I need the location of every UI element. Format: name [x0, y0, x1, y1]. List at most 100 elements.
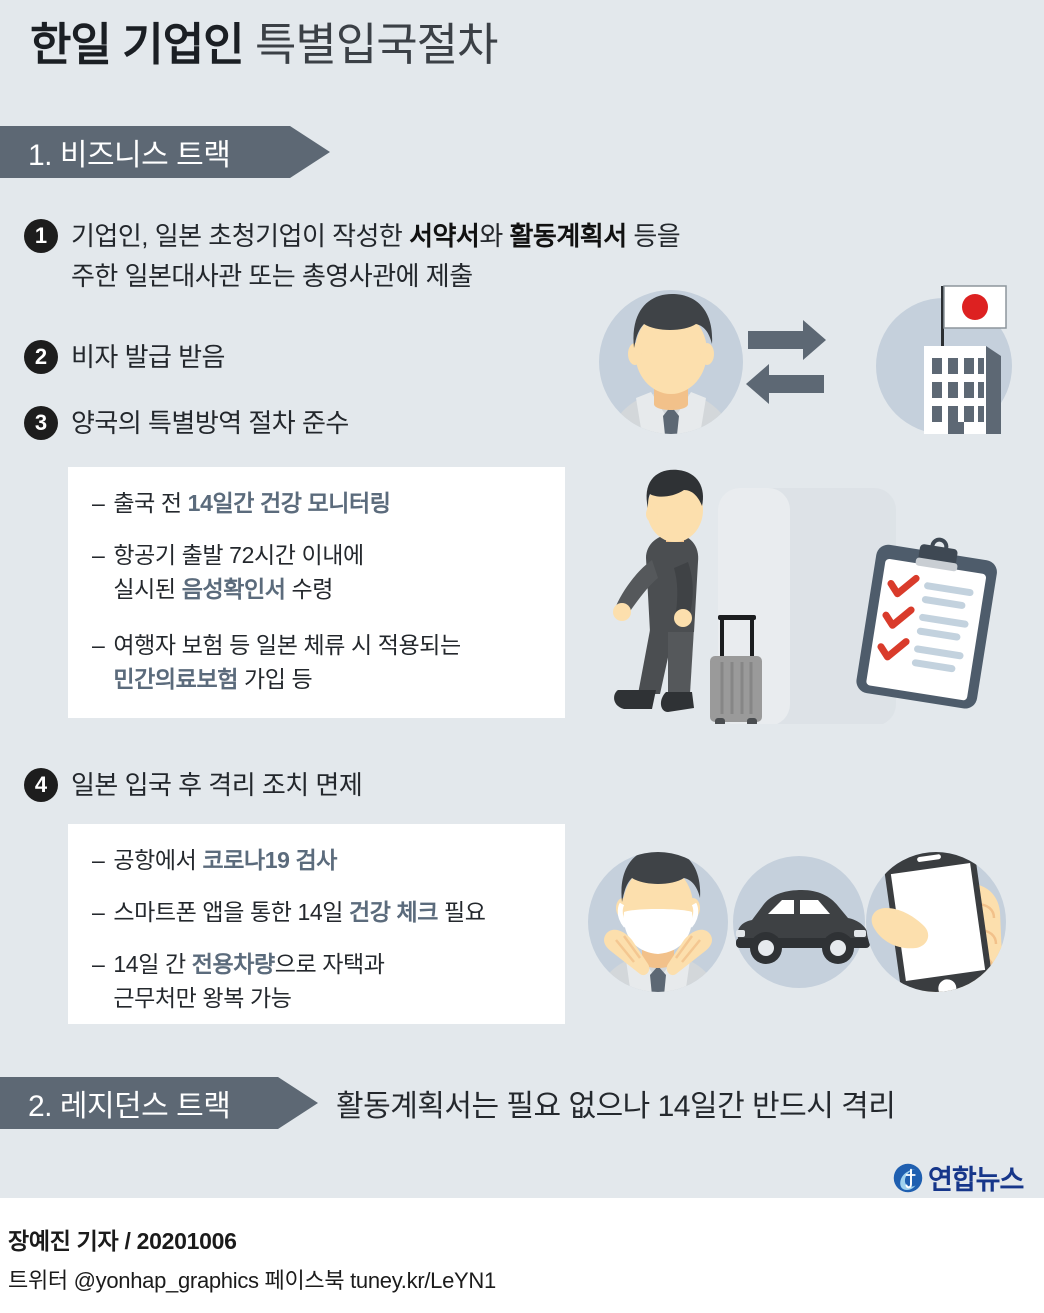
bullet-3-3-highlight: 민간의료보험 — [113, 666, 238, 692]
checklist-lines — [911, 582, 974, 673]
bullet-3-3: – 여행자 보험 등 일본 체류 시 적용되는 민간의료보험 가입 등 — [92, 628, 461, 696]
step-number-badge: 3 — [24, 406, 58, 440]
step-3: 3 양국의 특별방역 절차 준수 — [24, 403, 349, 443]
clipboard-checklist — [856, 537, 997, 709]
step-1-bold-plan: 활동계획서 — [509, 221, 628, 251]
step-4: 4 일본 입국 후 격리 조치 면제 — [24, 765, 363, 805]
bullet-3-2-post: 수령 — [285, 576, 334, 602]
dash-marker: – — [92, 542, 105, 568]
illustration-traveler-checklist — [590, 462, 1040, 729]
bullet-3-3-line-2: 민간의료보험 가입 등 — [113, 662, 460, 696]
bullet-3-2-text: 항공기 출발 72시간 이내에 실시된 음성확인서 수령 — [113, 538, 364, 606]
step-1-pre: 기업인, 일본 초청기업이 작성한 — [71, 221, 410, 251]
dash-marker: – — [92, 490, 105, 516]
bullet-3-1: – 출국 전 14일간 건강 모니터링 — [92, 486, 391, 520]
businessman-avatar — [599, 290, 743, 434]
japan-flag — [943, 285, 1007, 329]
yonhap-logo-text: 연합뉴스 — [928, 1165, 1024, 1195]
walking-businessman — [613, 469, 703, 712]
bullet-3-3-line-1: 여행자 보험 등 일본 체류 시 적용되는 — [113, 632, 461, 658]
section-banner-business-track: 1. 비즈니스 트랙 — [0, 126, 330, 178]
smartphone — [883, 852, 993, 992]
banner-body: 2. 레지던스 트랙 — [0, 1077, 278, 1129]
quarantine-icons-svg — [588, 852, 1006, 992]
bullet-4-1-highlight: 코로나19 검사 — [202, 847, 338, 873]
infographic-canvas: 한일 기업인 특별입국절차 1. 비즈니스 트랙 1 기업인, 일본 초청기업이… — [0, 0, 1044, 1198]
building-windows — [932, 358, 984, 434]
footer-bar — [0, 1198, 1044, 1313]
bullet-3-1-pre: 출국 전 — [113, 490, 188, 516]
bullet-4-3-highlight: 전용차량 — [191, 951, 275, 977]
detail-box-step-4 — [68, 824, 565, 1024]
dash-marker: – — [92, 899, 105, 925]
bullet-4-1-text: 공항에서 코로나19 검사 — [113, 843, 337, 877]
page-title-bold: 한일 기업인 — [30, 19, 245, 70]
banner-arrow-tip — [290, 126, 330, 178]
dash-marker: – — [92, 632, 105, 658]
hand-holding-smartphone — [866, 852, 1006, 992]
page-title: 한일 기업인 특별입국절차 — [30, 14, 498, 76]
bullet-4-3-line-1: 14일 간 전용차량으로 자택과 — [113, 947, 385, 981]
bullet-4-1: – 공항에서 코로나19 검사 — [92, 843, 337, 877]
traveler-checklist-svg — [613, 469, 997, 726]
bullet-4-3-text: 14일 간 전용차량으로 자택과 근무처만 왕복 가능 — [113, 947, 385, 1015]
bullet-3-2-line-1: 항공기 출발 72시간 이내에 — [113, 542, 364, 568]
illustration-businessman-japan-building — [596, 274, 1016, 459]
yonhap-logo-mark — [893, 1163, 923, 1192]
step-1-line-1: 기업인, 일본 초청기업이 작성한 서약서와 활동계획서 등을 — [71, 216, 681, 256]
bullet-4-2: – 스마트폰 앱을 통한 14일 건강 체크 필요 — [92, 895, 486, 929]
flag-pole — [941, 286, 944, 348]
bullet-4-2-pre: 스마트폰 앱을 통한 14일 — [113, 899, 349, 925]
bullet-3-2-line-2: 실시된 음성확인서 수령 — [113, 572, 363, 606]
exchange-arrows — [746, 320, 826, 404]
bullet-3-1-text: 출국 전 14일간 건강 모니터링 — [113, 486, 391, 520]
man-wearing-mask — [588, 852, 728, 992]
businessman-japan-building-svg — [599, 285, 1012, 434]
bullet-3-3-post: 가입 등 — [237, 666, 313, 692]
check-marks — [877, 574, 920, 661]
step-1-post: 등을 — [626, 221, 681, 251]
bullet-3-2-pre: 실시된 — [113, 576, 182, 602]
bullet-3-2: – 항공기 출발 72시간 이내에 실시된 음성확인서 수령 — [92, 538, 364, 606]
bullet-3-2-highlight: 음성확인서 — [181, 576, 286, 602]
bullet-3-3-text: 여행자 보험 등 일본 체류 시 적용되는 민간의료보험 가입 등 — [113, 628, 461, 696]
office-building — [876, 285, 1012, 434]
step-3-text: 양국의 특별방역 절차 준수 — [71, 408, 349, 438]
residence-track-note: 활동계획서는 필요 없으나 14일간 반드시 격리 — [336, 1090, 896, 1123]
step-1-mid: 와 — [479, 221, 510, 251]
bullet-4-3-post: 으로 자택과 — [274, 951, 385, 977]
dash-marker: – — [92, 951, 105, 977]
bullet-4-1-pre: 공항에서 — [113, 847, 203, 873]
bullet-4-3-line-2: 근무처만 왕복 가능 — [113, 985, 292, 1011]
step-2: 2 비자 발급 받음 — [24, 337, 225, 377]
private-car — [733, 856, 870, 988]
banner-label: 2. 레지던스 트랙 — [28, 1090, 231, 1123]
banner-arrow-tip — [278, 1077, 318, 1129]
step-2-text: 비자 발급 받음 — [71, 342, 225, 372]
bullet-4-3-pre: 14일 간 — [113, 951, 192, 977]
detail-box-step-3 — [68, 467, 565, 718]
suitcase-ridges — [720, 662, 753, 714]
step-1-line-2: 주한 일본대사관 또는 총영사관에 제출 — [71, 261, 473, 291]
credit-social: 트위터 @yonhap_graphics 페이스북 tuney.kr/LeYN1 — [8, 1268, 496, 1293]
bullet-4-2-highlight: 건강 체크 — [349, 899, 439, 925]
page-title-normal: 특별입국절차 — [255, 19, 498, 70]
bullet-4-2-post: 필요 — [438, 899, 486, 925]
section-banner-residence-track: 2. 레지던스 트랙 — [0, 1077, 318, 1129]
illustration-quarantine-icons — [586, 826, 1036, 1031]
dash-marker: – — [92, 847, 105, 873]
step-1-bold-pledge: 서약서 — [409, 221, 480, 251]
step-number-badge: 4 — [24, 768, 58, 802]
step-number-badge: 1 — [24, 219, 58, 253]
bullet-3-1-highlight: 14일간 건강 모니터링 — [187, 490, 391, 516]
step-4-text: 일본 입국 후 격리 조치 면제 — [71, 770, 363, 800]
banner-label: 1. 비즈니스 트랙 — [28, 139, 231, 172]
step-1-text: 기업인, 일본 초청기업이 작성한 서약서와 활동계획서 등을 주한 일본대사관… — [71, 216, 681, 296]
credit-reporter-date: 장예진 기자 / 20201006 — [8, 1228, 237, 1254]
step-1: 1 기업인, 일본 초청기업이 작성한 서약서와 활동계획서 등을 주한 일본대… — [24, 216, 681, 296]
yonhap-logo: 연합뉴스 — [893, 1158, 1024, 1197]
bullet-4-3: – 14일 간 전용차량으로 자택과 근무처만 왕복 가능 — [92, 947, 385, 1015]
banner-body: 1. 비즈니스 트랙 — [0, 126, 290, 178]
bullet-4-2-text: 스마트폰 앱을 통한 14일 건강 체크 필요 — [113, 895, 486, 929]
step-number-badge: 2 — [24, 340, 58, 374]
